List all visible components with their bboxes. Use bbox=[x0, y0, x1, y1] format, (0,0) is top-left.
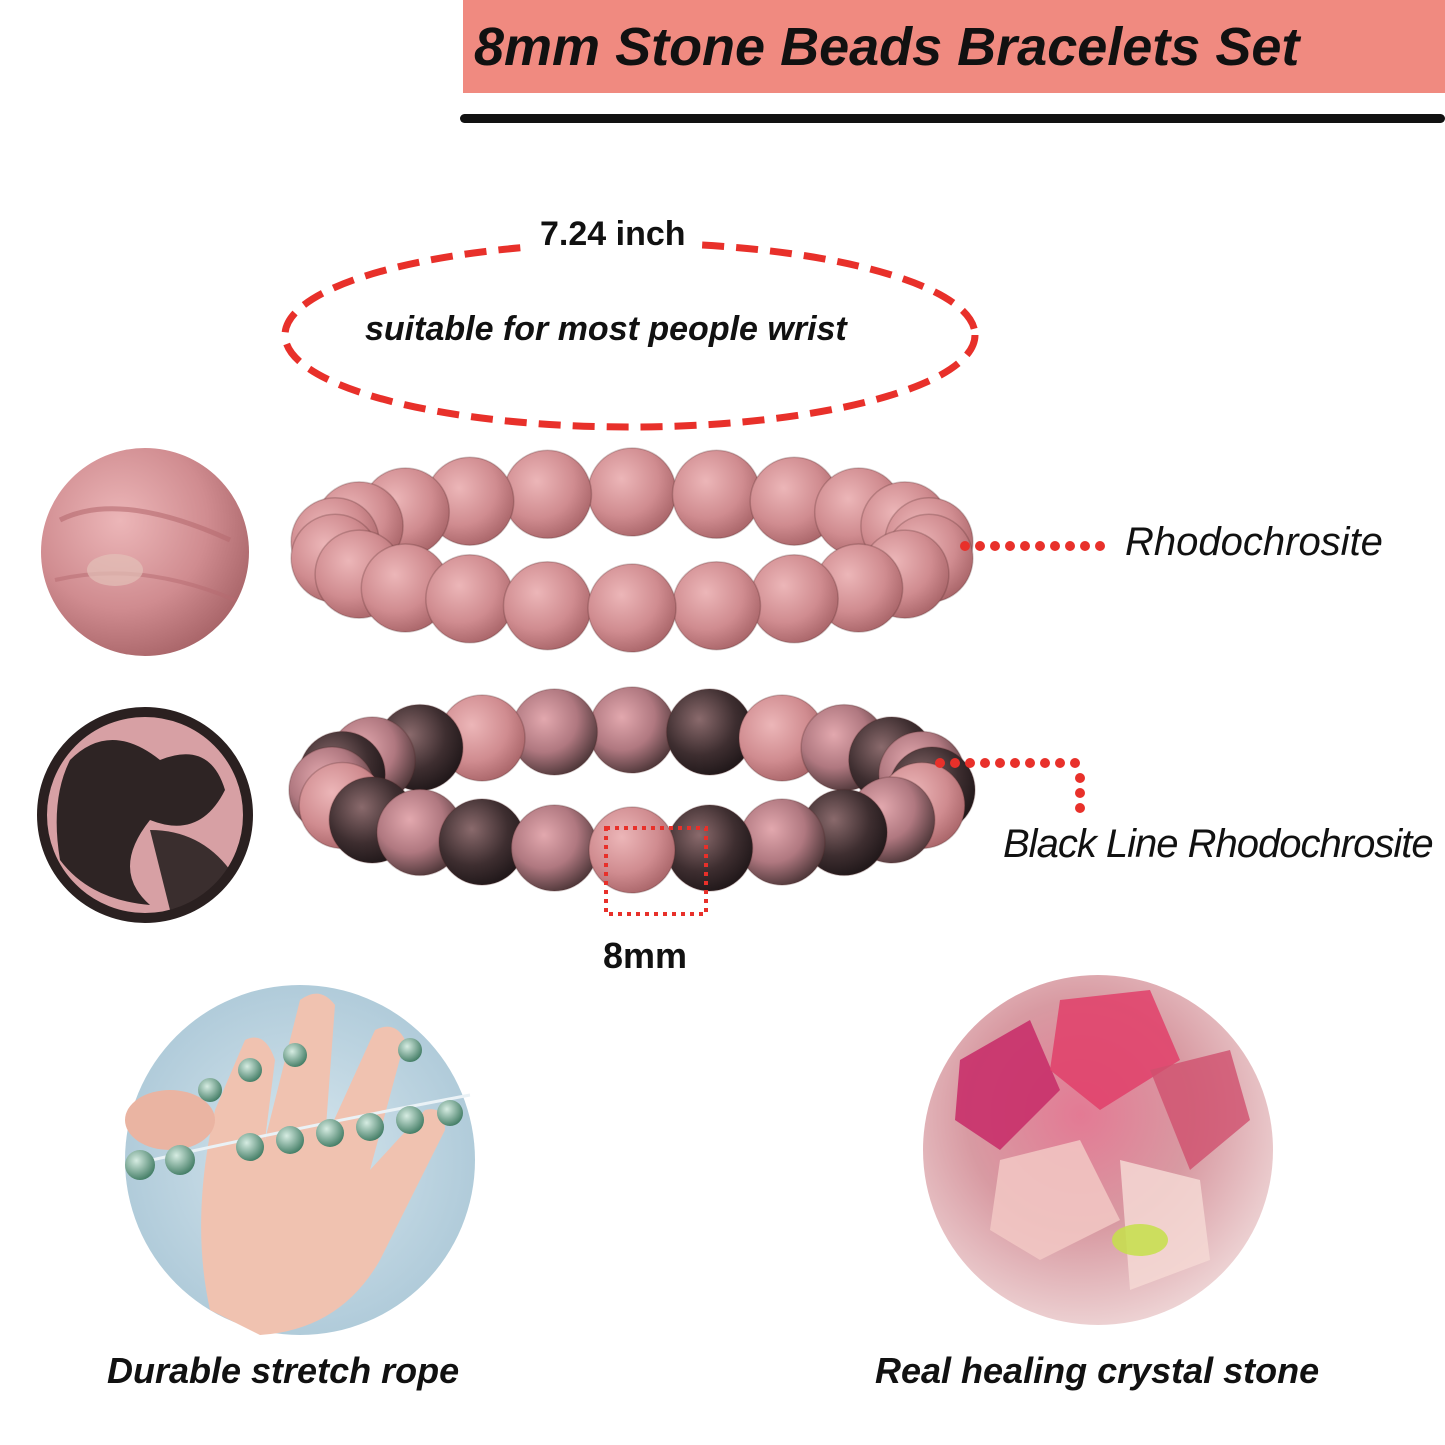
bead-size-label: 8mm bbox=[603, 935, 688, 976]
wrist-size-ellipse bbox=[281, 210, 979, 431]
healing-crystal-caption: Real healing crystal stone bbox=[875, 1350, 1320, 1391]
black-line-bead-closeup bbox=[37, 707, 253, 923]
stretch-rope-photo bbox=[125, 985, 475, 1335]
black-line-leader bbox=[935, 758, 1085, 813]
black-line-rhodochrosite-bead bbox=[588, 686, 676, 774]
bead-size-marker bbox=[604, 826, 708, 916]
rhodochrosite-bead bbox=[502, 449, 593, 540]
rhodochrosite-bracelet bbox=[290, 447, 974, 653]
rhodochrosite-bead bbox=[425, 554, 515, 644]
title-banner bbox=[463, 0, 1445, 93]
rhodochrosite-leader bbox=[960, 541, 1105, 551]
page-title: 8mm Stone Beads Bracelets Set bbox=[474, 17, 1300, 77]
black-line-rhodochrosite-bead bbox=[665, 804, 754, 892]
rhodochrosite-bead bbox=[671, 560, 762, 651]
rhodochrosite-bead-closeup bbox=[41, 448, 249, 656]
rhodochrosite-bead bbox=[671, 449, 762, 540]
title-underline bbox=[460, 114, 1445, 123]
black-line-rhodochrosite-bead bbox=[510, 804, 599, 892]
wrist-fit-label: suitable for most people wrist bbox=[365, 310, 847, 348]
rhodochrosite-label: Rhodochrosite bbox=[1125, 520, 1383, 564]
rhodochrosite-bead bbox=[502, 560, 593, 651]
bracelet-length-label: 7.24 inch bbox=[540, 215, 686, 253]
black-line-rhodochrosite-bead bbox=[588, 806, 676, 894]
black-line-rhodochrosite-bracelet bbox=[288, 686, 976, 894]
rhodochrosite-bead bbox=[749, 554, 839, 644]
rhodochrosite-bead bbox=[587, 563, 677, 653]
stretch-rope-caption: Durable stretch rope bbox=[107, 1350, 460, 1391]
black-line-rhodochrosite-label: Black Line Rhodochrosite bbox=[1003, 822, 1434, 866]
healing-crystal-photo bbox=[923, 975, 1273, 1325]
rhodochrosite-bead bbox=[587, 447, 677, 537]
